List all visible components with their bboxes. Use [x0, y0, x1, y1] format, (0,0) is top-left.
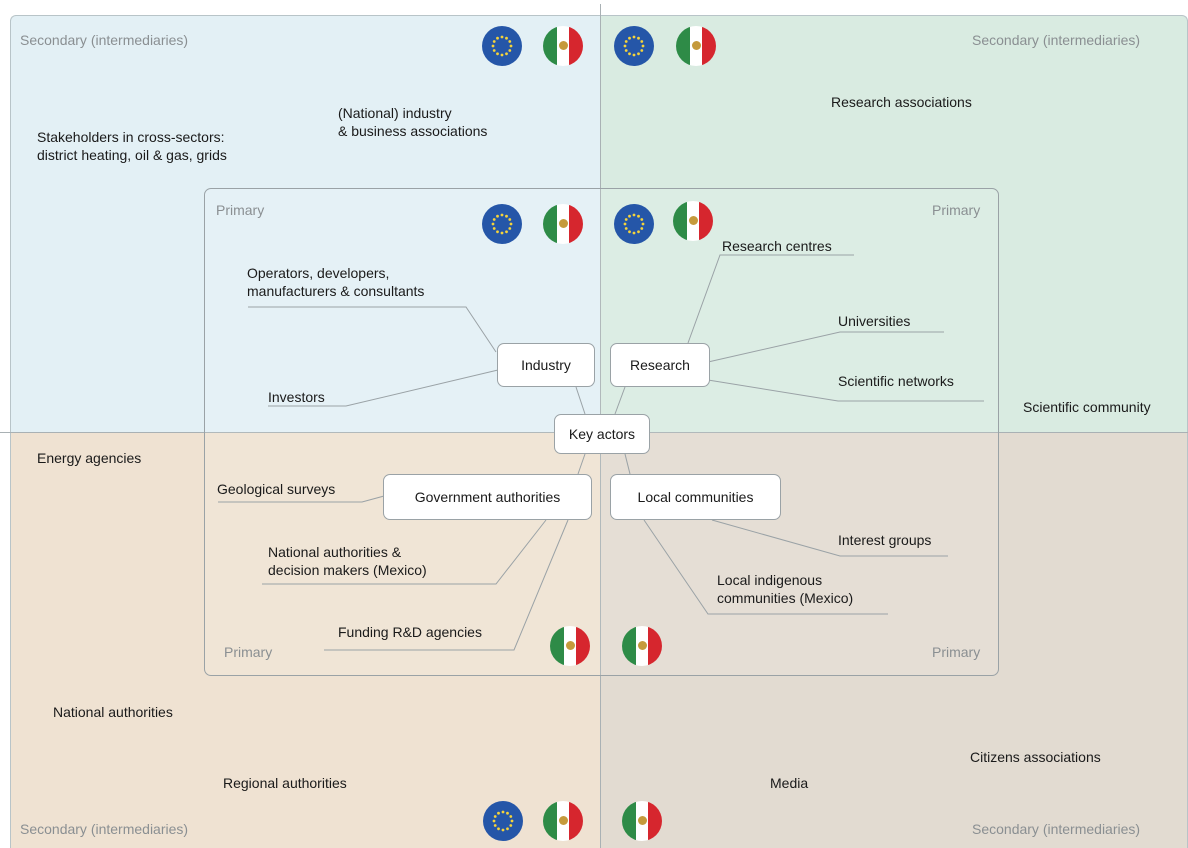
label-universities: Universities: [838, 313, 911, 329]
tier-label-secondary: Secondary (intermediaries): [20, 32, 189, 48]
label-regional-authorities: Regional authorities: [223, 775, 347, 791]
label-media: Media: [770, 775, 809, 791]
label-operators-developers: Operators, developers, manufacturers & c…: [247, 265, 425, 299]
label-investors: Investors: [268, 389, 325, 405]
label-interest-groups: Interest groups: [838, 532, 932, 548]
label-research-centres: Research centres: [722, 238, 832, 254]
mexico-flag-icon: [550, 626, 590, 666]
label-national-authorities-decision-makers: National authorities & decision makers (…: [268, 544, 427, 578]
mexico-flag-icon: [543, 801, 583, 841]
node-key-actors: Key actors: [554, 414, 650, 454]
eu-flag-icon: [614, 204, 654, 244]
node-government-authorities: Government authorities: [383, 474, 592, 520]
label-funding-rd-agencies: Funding R&D agencies: [338, 624, 482, 640]
label-geological-surveys: Geological surveys: [217, 481, 336, 497]
node-research: Research: [610, 343, 710, 387]
tier-label-primary: Primary: [932, 202, 981, 218]
eu-flag-icon: [483, 801, 523, 841]
node-industry: Industry: [497, 343, 595, 387]
mexico-flag-icon: [543, 204, 583, 244]
mexico-flag-icon: [543, 26, 583, 66]
mexico-flag-icon: [676, 26, 716, 66]
tier-label-primary: Primary: [216, 202, 265, 218]
label-local-indigenous-communities: Local indigenous communities (Mexico): [717, 572, 854, 606]
label-scientific-community: Scientific community: [1023, 399, 1151, 415]
tier-label-primary: Primary: [932, 644, 981, 660]
tier-label-secondary: Secondary (intermediaries): [20, 821, 189, 837]
label-industry-associations: (National) industry & business associati…: [338, 105, 488, 139]
node-local-communities: Local communities: [610, 474, 781, 520]
label-scientific-networks: Scientific networks: [838, 373, 954, 389]
mexico-flag-icon: [622, 801, 662, 841]
label-energy-agencies: Energy agencies: [37, 450, 142, 466]
tier-label-secondary: Secondary (intermediaries): [972, 821, 1141, 837]
label-research-associations: Research associations: [831, 94, 972, 110]
label-citizens-associations: Citizens associations: [970, 749, 1101, 765]
mexico-flag-icon: [673, 201, 713, 241]
tier-label-primary: Primary: [224, 644, 273, 660]
eu-flag-icon: [482, 26, 522, 66]
tier-label-secondary: Secondary (intermediaries): [972, 32, 1141, 48]
eu-flag-icon: [614, 26, 654, 66]
eu-flag-icon: [482, 204, 522, 244]
label-national-authorities: National authorities: [53, 704, 173, 720]
mexico-flag-icon: [622, 626, 662, 666]
label-cross-sectors: Stakeholders in cross-sectors: district …: [37, 129, 227, 163]
